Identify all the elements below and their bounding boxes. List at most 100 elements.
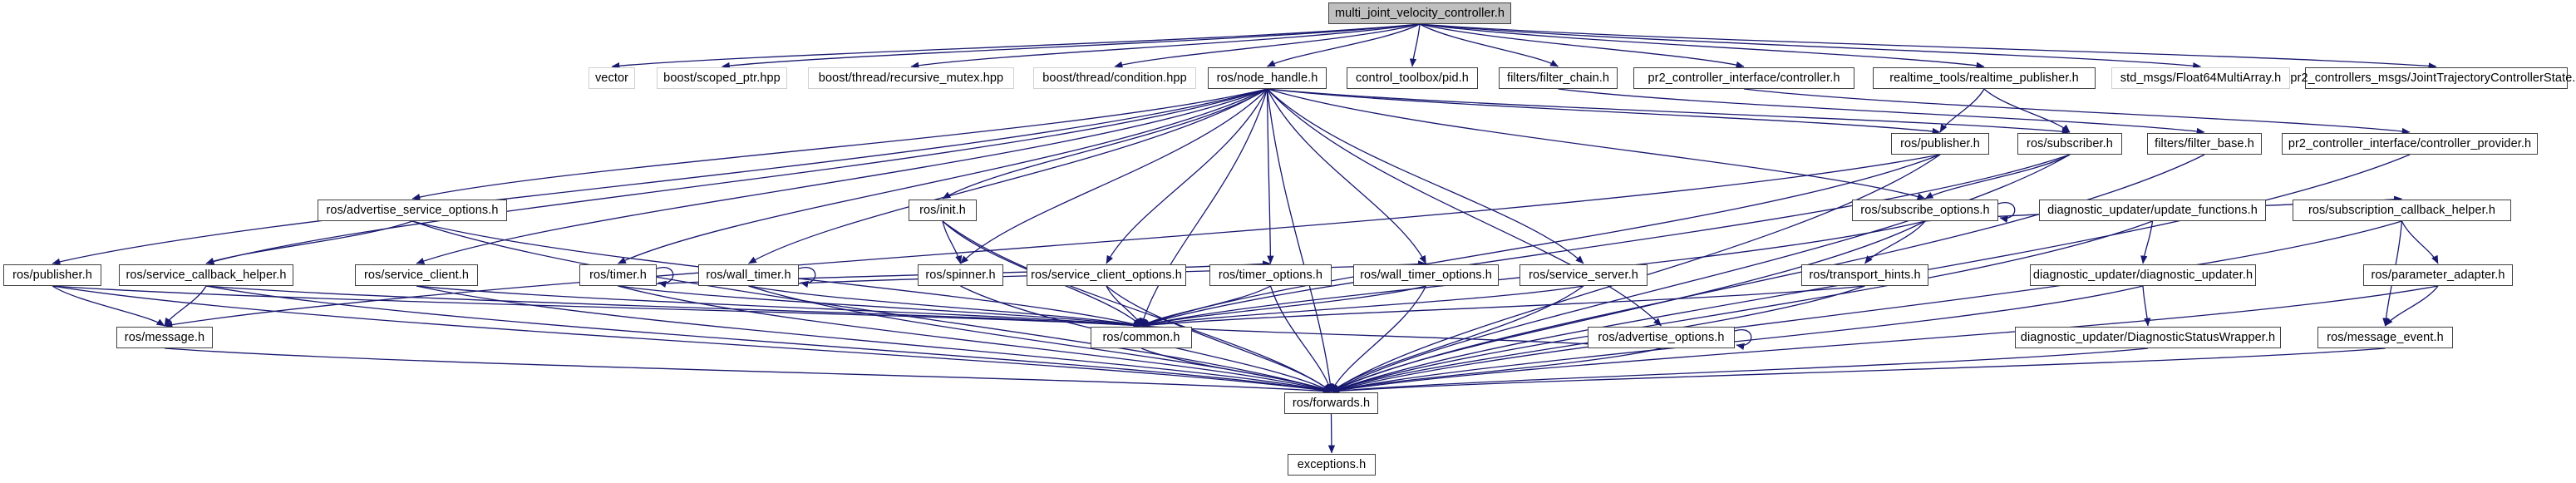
edge-nodehandle-to-forwards xyxy=(1266,88,1334,392)
graph-node-label: vector xyxy=(594,71,629,85)
graph-node-nodehandle[interactable]: ros/node_handle.h xyxy=(1208,67,1327,89)
graph-node-walltimer[interactable]: ros/wall_timer.h xyxy=(698,264,799,286)
edge-init-to-spinner xyxy=(942,220,963,264)
edge-advsvcopt-to-forwards xyxy=(411,220,1332,393)
graph-node-common[interactable]: ros/common.h xyxy=(1091,327,1192,348)
graph-node-publisher2[interactable]: ros/publisher.h xyxy=(1891,133,1989,155)
graph-node-label: ros/wall_timer.h xyxy=(706,268,791,282)
graph-node-label: diagnostic_updater/diagnostic_updater.h xyxy=(2032,268,2253,282)
edge-root-to-f64multi xyxy=(1419,23,2202,70)
graph-node-ctrlprov[interactable]: pr2_controller_interface/controller_prov… xyxy=(2282,133,2538,155)
graph-node-label: ros/forwards.h xyxy=(1292,396,1371,410)
edge-svccbhelper-to-common xyxy=(205,285,1142,329)
edge-subscriber-to-subopt xyxy=(1924,154,2071,200)
graph-node-walltimeropt[interactable]: ros/wall_timer_options.h xyxy=(1353,264,1499,286)
graph-node-recmutex[interactable]: boost/thread/recursive_mutex.hpp xyxy=(808,67,1014,89)
graph-node-msgevent[interactable]: ros/message_event.h xyxy=(2317,327,2453,348)
edge-svcclient-to-common xyxy=(416,285,1142,329)
edge-advopt-to-advopt xyxy=(1734,329,1752,350)
graph-node-jtcs[interactable]: pr2_controllers_msgs/JointTrajectoryCont… xyxy=(2290,67,2576,89)
edge-root-to-recmutex xyxy=(910,23,1421,69)
edge-nodehandle-to-common xyxy=(1140,88,1268,327)
graph-node-scopedptr[interactable]: boost/scoped_ptr.hpp xyxy=(657,67,787,89)
graph-node-label: boost/thread/recursive_mutex.hpp xyxy=(818,71,1004,85)
graph-node-svcclientopt[interactable]: ros/service_client_options.h xyxy=(1027,264,1186,286)
graph-node-label: ros/common.h xyxy=(1102,330,1180,344)
graph-node-rtpub[interactable]: realtime_tools/realtime_publisher.h xyxy=(1873,67,2096,89)
graph-node-message[interactable]: ros/message.h xyxy=(116,327,213,348)
graph-node-forwards[interactable]: ros/forwards.h xyxy=(1284,392,1378,414)
graph-node-label: ros/service_callback_helper.h xyxy=(126,268,287,282)
edge-rtpub-to-subscriber xyxy=(1983,88,2071,133)
edge-nodehandle-to-walltimeropt xyxy=(1266,88,1427,264)
edge-subopt-to-subopt xyxy=(1997,202,2016,223)
graph-node-timer[interactable]: ros/timer.h xyxy=(579,264,657,286)
edge-root-to-ctrl xyxy=(1419,23,1745,68)
edge-root-to-jtcs xyxy=(1419,23,2437,70)
graph-node-timeropt[interactable]: ros/timer_options.h xyxy=(1209,264,1332,286)
edge-nodehandle-to-advsvcopt xyxy=(411,88,1268,201)
graph-node-label: realtime_tools/realtime_publisher.h xyxy=(1889,71,2079,85)
edge-root-to-pid xyxy=(1409,23,1421,67)
graph-node-f64multi[interactable]: std_msgs/Float64MultiArray.h xyxy=(2111,67,2290,89)
edge-nodehandle-to-timeropt xyxy=(1266,88,1274,264)
edge-paths xyxy=(52,23,2439,454)
graph-node-vector[interactable]: vector xyxy=(589,67,635,89)
graph-node-svcserver[interactable]: ros/service_server.h xyxy=(1519,264,1648,286)
graph-node-label: ros/message_event.h xyxy=(2327,330,2444,344)
graph-node-label: ros/publisher.h xyxy=(12,268,92,282)
edge-root-to-nodehandle xyxy=(1267,23,1421,67)
graph-node-label: control_toolbox/pid.h xyxy=(1356,71,1469,85)
graph-node-root[interactable]: multi_joint_velocity_controller.h xyxy=(1328,2,1511,24)
graph-node-filterbase[interactable]: filters/filter_base.h xyxy=(2147,133,2262,155)
graph-node-label: ros/subscriber.h xyxy=(2027,136,2113,150)
graph-node-updfunc[interactable]: diagnostic_updater/update_functions.h xyxy=(2039,200,2266,221)
edge-subcbhelper-to-forwards xyxy=(1330,220,2402,393)
graph-node-label: multi_joint_velocity_controller.h xyxy=(1335,6,1505,20)
edge-updfunc-to-forwards xyxy=(1331,220,2153,392)
graph-node-init[interactable]: ros/init.h xyxy=(909,200,977,221)
graph-node-advopt[interactable]: ros/advertise_options.h xyxy=(1588,327,1735,348)
graph-node-svcclient[interactable]: ros/service_client.h xyxy=(355,264,478,286)
edge-ctrl-to-ctrlprov xyxy=(1743,88,2411,136)
graph-node-svccbhelper[interactable]: ros/service_callback_helper.h xyxy=(119,264,293,286)
graph-node-diagupd[interactable]: diagnostic_updater/diagnostic_updater.h xyxy=(2030,264,2256,286)
graph-node-label: boost/scoped_ptr.hpp xyxy=(663,71,781,85)
graph-node-label: ros/subscription_callback_helper.h xyxy=(2308,203,2496,217)
graph-node-publisher1[interactable]: ros/publisher.h xyxy=(3,264,101,286)
edge-subscriber-to-common xyxy=(1140,154,2071,328)
graph-node-label: ros/service_client_options.h xyxy=(1031,268,1182,282)
graph-node-label: diagnostic_updater/update_functions.h xyxy=(2047,203,2258,217)
graph-node-label: ros/node_handle.h xyxy=(1216,71,1318,85)
edge-nodehandle-to-walltimer xyxy=(748,88,1268,264)
edge-nodehandle-to-svcserver xyxy=(1267,88,1584,264)
graph-node-subcbhelper[interactable]: ros/subscription_callback_helper.h xyxy=(2293,200,2511,221)
edge-walltimer-to-walltimer xyxy=(798,267,816,288)
graph-node-advsvcopt[interactable]: ros/advertise_service_options.h xyxy=(318,200,507,221)
graph-node-filterchain[interactable]: filters/filter_chain.h xyxy=(1499,67,1618,89)
graph-node-label: filters/filter_base.h xyxy=(2155,136,2254,150)
graph-node-subopt[interactable]: ros/subscribe_options.h xyxy=(1852,200,1998,221)
graph-node-label: pr2_controller_interface/controller_prov… xyxy=(2288,136,2532,150)
graph-node-ctrl[interactable]: pr2_controller_interface/controller.h xyxy=(1633,67,1854,89)
graph-node-label: ros/timer.h xyxy=(589,268,647,282)
graph-node-paramadapt[interactable]: ros/parameter_adapter.h xyxy=(2363,264,2513,286)
graph-node-condition[interactable]: boost/thread/condition.hpp xyxy=(1033,67,1196,89)
graph-node-exceptions[interactable]: exceptions.h xyxy=(1288,454,1376,476)
edge-paramadapt-to-forwards xyxy=(1330,285,2439,394)
graph-node-transport[interactable]: ros/transport_hints.h xyxy=(1801,264,1928,286)
graph-node-dsw[interactable]: diagnostic_updater/DiagnosticStatusWrapp… xyxy=(2015,327,2281,348)
edge-timer-to-forwards xyxy=(618,285,1332,393)
graph-node-pid[interactable]: control_toolbox/pid.h xyxy=(1347,67,1478,89)
edge-diagupd-to-dsw xyxy=(2142,285,2151,327)
graph-node-spinner[interactable]: ros/spinner.h xyxy=(918,264,1003,286)
graph-node-subscriber[interactable]: ros/subscriber.h xyxy=(2017,133,2122,155)
edge-transport-to-common xyxy=(1140,285,1865,329)
edge-rtpub-to-publisher2 xyxy=(1939,88,1985,133)
edge-publisher1-to-common xyxy=(52,285,1142,329)
graph-node-label: ros/wall_timer_options.h xyxy=(1360,268,1492,282)
edge-walltimeropt-to-forwards xyxy=(1330,285,1427,392)
edge-root-to-condition xyxy=(1114,23,1421,68)
